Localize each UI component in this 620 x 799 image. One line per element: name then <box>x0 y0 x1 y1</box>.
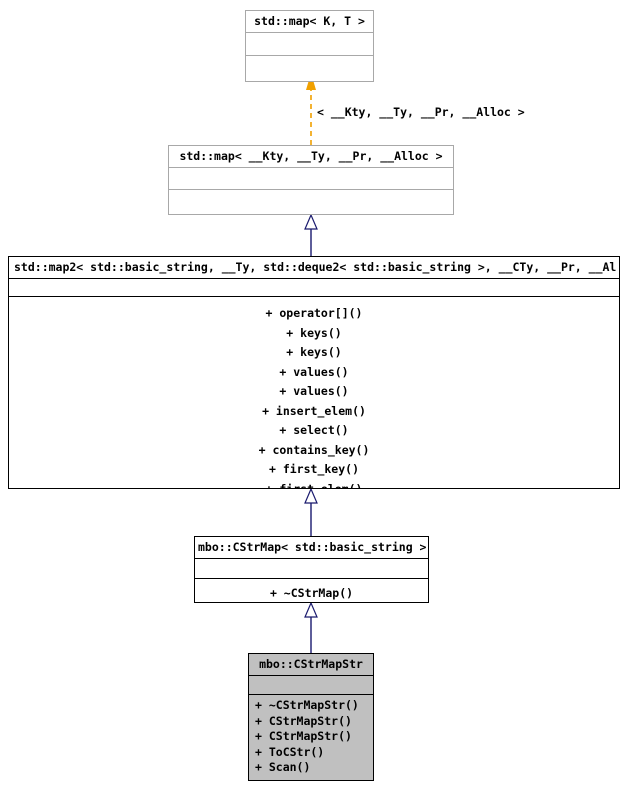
class-box-mbo-cstrmapstr[interactable]: mbo::CStrMapStr + ~CStrMapStr() + CStrMa… <box>248 653 374 781</box>
class-box-mbo-cstrmap[interactable]: mbo::CStrMap< std::basic_string > + ~CSt… <box>194 536 429 603</box>
method-item: + ToCStr() <box>255 744 325 759</box>
edge-template-binding <box>306 73 316 145</box>
attributes-pane-std-map2 <box>9 279 619 296</box>
method-item: + operator[]() <box>265 306 363 320</box>
class-box-std-map-kty[interactable]: std::map< __Kty, __Ty, __Pr, __Alloc > <box>168 145 454 215</box>
method-item: + Scan() <box>255 760 311 774</box>
methods-pane-mbo-cstrmapstr: + ~CStrMapStr() + CStrMapStr() + CStrMap… <box>249 695 373 779</box>
divider <box>249 694 373 695</box>
method-item: + first_key() <box>268 462 359 476</box>
divider <box>9 278 619 279</box>
method-item: + values() <box>279 364 349 379</box>
method-item: + keys() <box>286 345 342 359</box>
method-item: + first_elem() <box>265 481 363 489</box>
class-name-std-map2: std::map2< std::basic_string, __Ty, std:… <box>14 260 617 274</box>
method-item: + CStrMapStr() <box>255 729 352 743</box>
methods-pane-std-map-kty <box>169 190 453 214</box>
class-name-std-map-kt: std::map< K, T > <box>254 14 365 28</box>
method-item: + contains_key() <box>258 442 370 457</box>
method-item: + select() <box>279 423 349 437</box>
attributes-pane-std-map-kt <box>246 33 373 55</box>
attributes-pane-mbo-cstrmap <box>195 559 428 578</box>
attributes-pane-std-map-kty <box>169 168 453 189</box>
edge-inheritance-cstrmap <box>304 487 318 536</box>
divider <box>246 55 373 56</box>
template-binding-label: < __Kty, __Ty, __Pr, __Alloc > <box>317 105 525 119</box>
method-item: + CStrMapStr() <box>255 713 352 728</box>
divider <box>195 558 428 559</box>
class-name-mbo-cstrmapstr: mbo::CStrMapStr <box>259 657 363 671</box>
methods-pane-mbo-cstrmap: + ~CStrMap() <box>195 579 428 602</box>
hollow-triangle-arrowhead <box>304 601 318 618</box>
divider <box>195 578 428 579</box>
divider <box>169 189 453 190</box>
hollow-triangle-arrowhead <box>304 487 318 504</box>
method-item: + values() <box>279 384 349 398</box>
methods-pane-std-map-kt <box>246 56 373 81</box>
divider <box>246 32 373 33</box>
divider <box>249 675 373 676</box>
edge-inheritance-cstrmapstr <box>304 601 318 653</box>
class-name-std-map-kty: std::map< __Kty, __Ty, __Pr, __Alloc > <box>179 149 443 163</box>
method-item: + keys() <box>286 325 342 340</box>
class-box-std-map-kt[interactable]: std::map< K, T > <box>245 10 374 82</box>
divider <box>169 167 453 168</box>
class-name-mbo-cstrmap: mbo::CStrMap< std::basic_string > <box>198 540 427 554</box>
method-item: + ~CStrMapStr() <box>255 698 359 712</box>
method-item: + ~CStrMap() <box>269 586 354 600</box>
hollow-triangle-arrowhead <box>304 213 318 230</box>
divider <box>9 296 619 297</box>
method-item: + insert_elem() <box>262 403 366 418</box>
methods-pane-std-map2: + operator[]() + keys() + keys() + value… <box>9 297 619 489</box>
attributes-pane-mbo-cstrmapstr <box>249 676 373 694</box>
edge-inheritance-map2 <box>304 213 318 256</box>
class-box-std-map2[interactable]: std::map2< std::basic_string, __Ty, std:… <box>8 256 620 489</box>
